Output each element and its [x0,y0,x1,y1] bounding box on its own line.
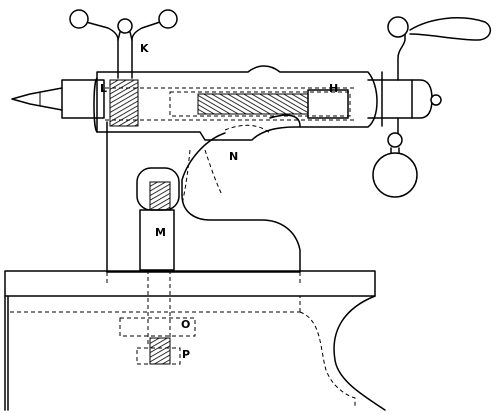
lock-lever-K [69,9,178,79]
barrel-housing [93,65,378,206]
label-H: H [329,82,338,95]
label-K: K [140,42,149,55]
label-P: P [182,348,190,361]
label-M: M [155,226,166,239]
feed-screw-H [197,89,349,119]
label-N: N [229,150,238,163]
clamp-bolt-M [119,167,196,365]
label-L: L [100,82,107,95]
label-O: O [181,318,190,331]
tailstock-body [106,121,301,285]
lathe-bed [4,270,386,411]
handwheel [367,16,492,198]
spindle-L [11,79,139,127]
